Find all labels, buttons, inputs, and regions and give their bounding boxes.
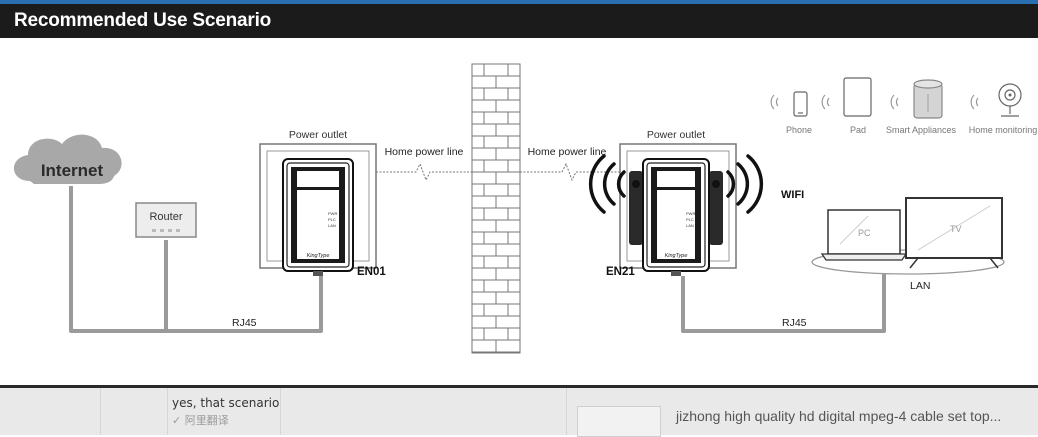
router-label: Router	[149, 211, 182, 223]
right-outlet-label: Power outlet	[647, 129, 705, 141]
home-monitoring-label: Home monitoring	[969, 125, 1038, 135]
section-banner: Recommended Use Scenario	[0, 4, 1038, 38]
pc-label: PC	[858, 228, 871, 238]
en21-to-lan-cable	[681, 274, 886, 333]
en01-led-plc: PLC	[328, 217, 336, 222]
en21-brand: KingType	[665, 253, 688, 259]
footer-column	[100, 388, 168, 435]
right-power-line-label: Home power line	[528, 146, 607, 158]
top-accent-strip	[0, 0, 1038, 4]
product-title-link[interactable]: jizhong high quality hd digital mpeg-4 c…	[676, 408, 1002, 424]
phone-device	[770, 91, 808, 117]
en01-adapter: PWR PLC LAN KingType	[282, 158, 354, 276]
lan-devices: PC TV	[811, 197, 1005, 275]
cables	[69, 186, 886, 333]
footer-divider	[280, 388, 281, 435]
smart-appliance-device	[890, 79, 943, 119]
comment-footer: yes, that scenario ✓ 阿里翻译 jizhong high q…	[0, 385, 1038, 437]
wifi-waves-left	[588, 154, 640, 214]
pad-device	[821, 77, 872, 117]
smart-appliance-label: Smart Appliances	[886, 125, 957, 135]
internet-cloud: Internet	[13, 134, 122, 184]
en01-led-pwr: PWR	[328, 211, 337, 216]
translate-link[interactable]: ✓ 阿里翻译	[172, 414, 229, 427]
right-power-line: Home power line	[520, 146, 620, 182]
left-power-line-label: Home power line	[385, 146, 464, 158]
product-thumbnail[interactable]	[577, 406, 661, 437]
tv-device: TV	[905, 197, 1003, 269]
phone-label: Phone	[786, 125, 812, 135]
left-outlet-label: Power outlet	[289, 129, 347, 141]
router: Router	[135, 202, 197, 238]
left-rj45-label: RJ45	[232, 317, 257, 329]
en21-adapter: PWR PLC LAN KingType	[629, 158, 723, 276]
home-monitoring-device	[970, 83, 1022, 117]
pc-device: PC	[820, 209, 908, 261]
en21-model-label: EN21	[606, 266, 635, 278]
en01-model-label: EN01	[357, 266, 386, 278]
use-scenario-diagram: Internet Router Power outlet PWR PLC LAN…	[13, 63, 1038, 354]
right-rj45-label: RJ45	[782, 317, 807, 329]
en01-led-lan: LAN	[328, 223, 336, 228]
wifi-waves-right	[712, 154, 764, 214]
en21-led-lan: LAN	[686, 223, 694, 228]
lan-label: LAN	[910, 280, 930, 292]
en21-led-pwr: PWR	[686, 211, 695, 216]
tv-label: TV	[950, 224, 962, 234]
footer-comment-text: yes, that scenario	[172, 396, 280, 410]
en21-led-plc: PLC	[686, 217, 694, 222]
internet-label: Internet	[41, 161, 104, 180]
section-title: Recommended Use Scenario	[14, 10, 272, 31]
router-to-en01-cable	[164, 240, 323, 333]
en01-brand: KingType	[307, 253, 330, 259]
left-power-line: Home power line	[376, 146, 472, 182]
wall-bricks	[472, 63, 520, 353]
footer-divider	[566, 388, 567, 435]
wifi-label: WIFI	[781, 189, 804, 201]
pad-label: Pad	[850, 125, 866, 135]
